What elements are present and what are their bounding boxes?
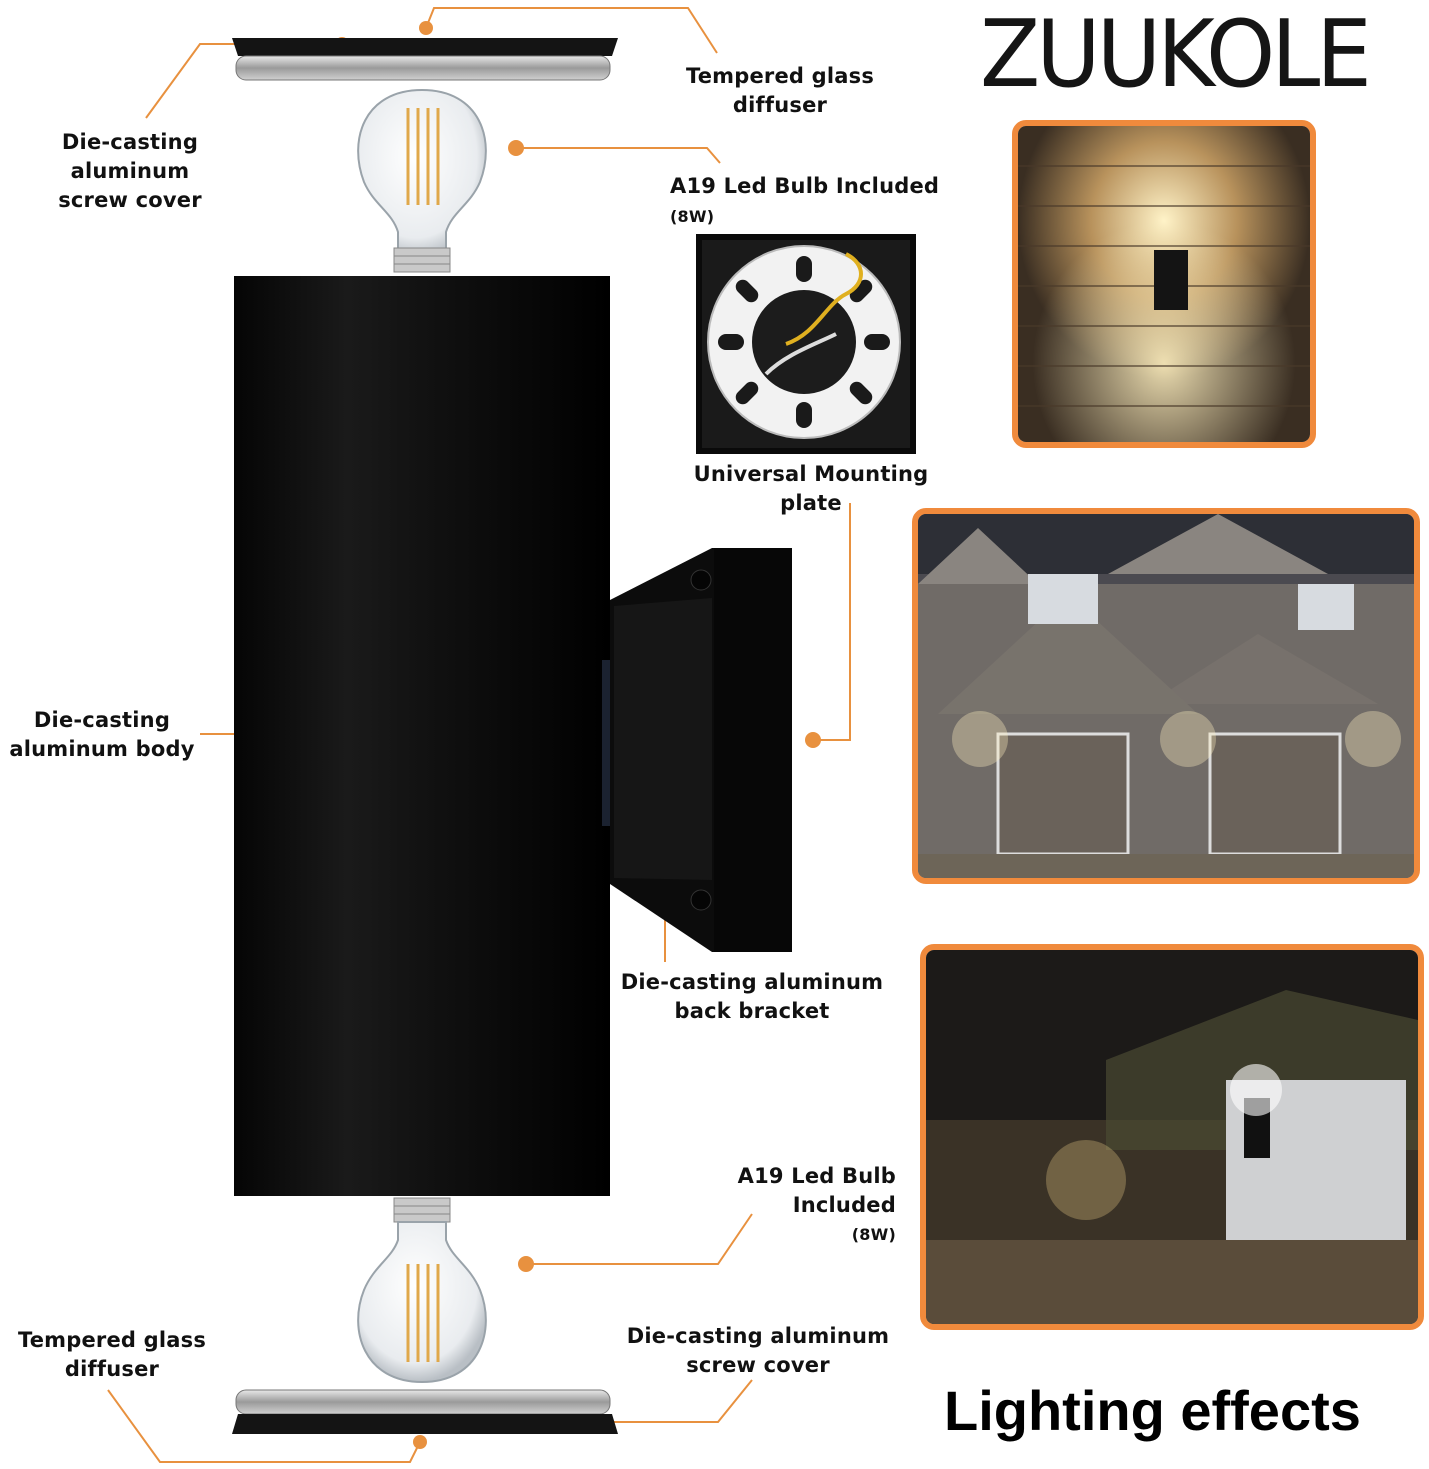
back-bracket xyxy=(602,548,792,952)
label-bottom-bulb: A19 Led Bulb Included (8W) xyxy=(737,1164,896,1244)
label-top-bulb: A19 Led Bulb Included (8W) xyxy=(670,174,940,226)
lighting-photo-wall xyxy=(1012,120,1316,448)
lighting-photo-patio xyxy=(920,944,1424,1330)
bottom-bulb xyxy=(357,1197,487,1384)
label-mounting-plate: Universal Mounting plate xyxy=(693,462,929,515)
brand-logo: ZUUKOLE xyxy=(980,0,1372,108)
top-diffuser-cover xyxy=(232,38,618,81)
top-bulb xyxy=(357,88,487,273)
lighting-photo-house xyxy=(912,508,1420,884)
lighting-effects-heading: Lighting effects xyxy=(944,1379,1361,1442)
fixture-body xyxy=(234,276,610,1196)
mounting-plate-image xyxy=(696,234,916,454)
bottom-diffuser-cover xyxy=(232,1389,618,1434)
